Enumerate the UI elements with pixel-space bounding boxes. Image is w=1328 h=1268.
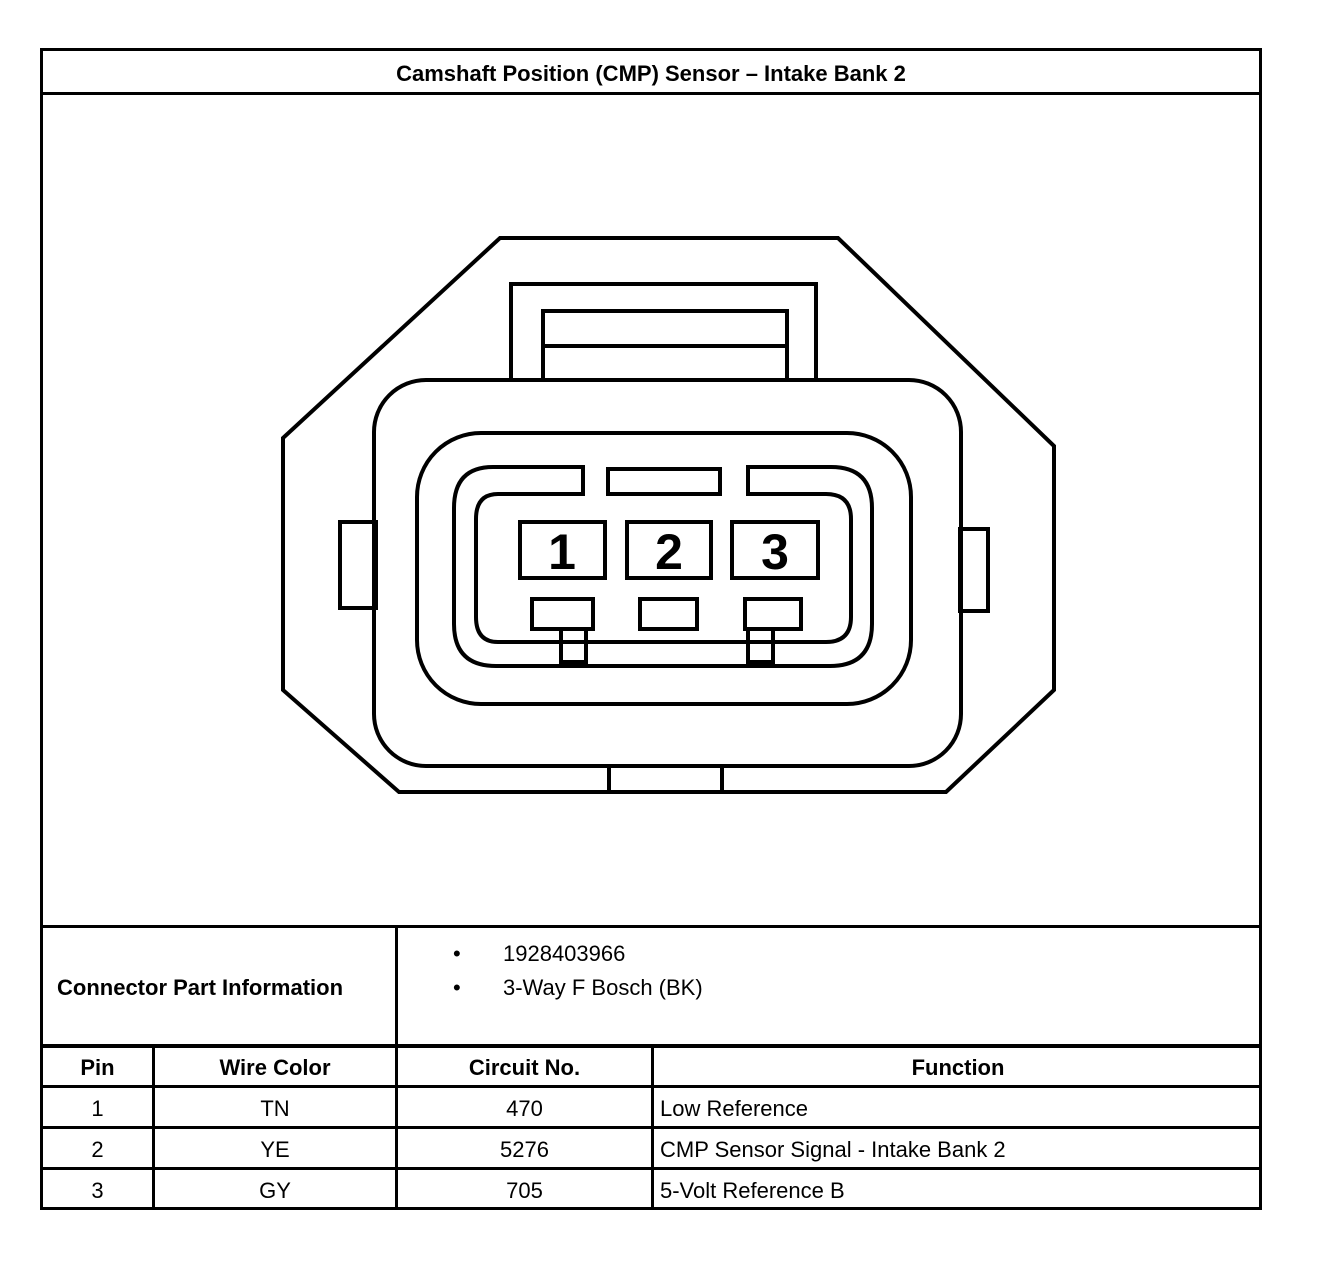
cell-function: 5-Volt Reference B: [660, 1178, 845, 1203]
terminal-3-stem: [746, 627, 775, 664]
pin-label-2: 2: [655, 524, 683, 580]
pin-label-3: 3: [761, 524, 789, 580]
pin-box-2: [625, 520, 713, 580]
connector-description: 3-Way F Bosch (BK): [503, 975, 703, 1000]
terminal-1: [530, 597, 595, 631]
connector-info-label: Connector Part Information: [57, 975, 344, 1000]
cell-circuit: 470: [506, 1096, 543, 1121]
connector-sheet: Camshaft Position (CMP) Sensor – Intake …: [40, 48, 1262, 1210]
cell-pin: 2: [91, 1137, 104, 1162]
cell-wire-color: GY: [259, 1178, 291, 1203]
cell-function: Low Reference: [660, 1096, 808, 1121]
cell-function: CMP Sensor Signal - Intake Bank 2: [660, 1137, 1006, 1162]
cell-circuit: 705: [506, 1178, 543, 1203]
lock-tab-outer: [509, 282, 818, 378]
col-divider-3: [651, 1048, 654, 1210]
col-divider-2: [395, 1048, 398, 1210]
cell-pin: 1: [91, 1096, 104, 1121]
header-function: Function: [911, 1055, 1005, 1080]
header-pin: Pin: [80, 1055, 115, 1080]
bullet-icon: •: [453, 975, 461, 1000]
cell-wire-color: YE: [260, 1137, 290, 1162]
connector-body: [372, 378, 963, 768]
right-latch: [958, 527, 990, 613]
center-key: [606, 467, 722, 496]
diagram-divider: [43, 925, 1259, 928]
pin-cavity-outer: [415, 431, 913, 706]
connector-housing-outline: [281, 236, 1056, 794]
left-latch: [338, 520, 378, 610]
pin-box-1: [518, 520, 607, 580]
info-divider: [43, 1044, 1259, 1048]
title-divider: [43, 92, 1259, 95]
terminal-3: [743, 597, 803, 631]
pin-cavity-inner: [452, 465, 874, 668]
terminal-1-stem: [559, 627, 588, 664]
bullet-icon: •: [453, 941, 461, 966]
part-number: 1928403966: [503, 941, 626, 966]
info-col-divider: [395, 928, 398, 1044]
col-divider-1: [152, 1048, 155, 1210]
cell-wire-color: TN: [260, 1096, 290, 1121]
header-wire-color: Wire Color: [219, 1055, 331, 1080]
cell-pin: 3: [91, 1178, 104, 1203]
terminal-2: [638, 597, 699, 631]
pin-label-1: 1: [548, 524, 576, 580]
page-title: Camshaft Position (CMP) Sensor – Intake …: [396, 61, 906, 86]
cell-circuit: 5276: [500, 1137, 549, 1162]
pin-box-3: [730, 520, 820, 580]
header-circuit: Circuit No.: [468, 1055, 581, 1080]
